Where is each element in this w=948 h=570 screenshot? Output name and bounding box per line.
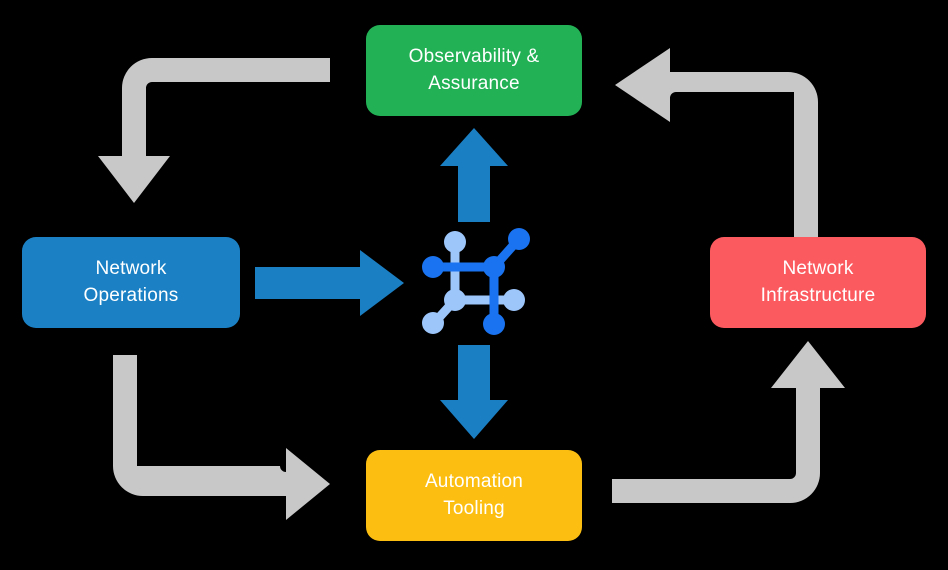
node-label-observability-assurance: Observability & Assurance [408, 45, 540, 94]
link-dark-diagonal [489, 235, 523, 272]
arrow-infrastructure-to-observability [615, 48, 818, 250]
node-automation-tooling[interactable]: Automation Tooling [366, 450, 582, 541]
node-dark-bottom [483, 313, 505, 335]
network-icon-light-links [430, 238, 518, 327]
node-network-infrastructure[interactable]: Network Infrastructure [710, 237, 926, 328]
network-topology-icon [422, 228, 530, 335]
node-dark-left [422, 256, 444, 278]
node-light-bottomleft [422, 312, 444, 334]
arrow-center-to-automation [440, 345, 508, 439]
connector-center-to-observability [440, 128, 508, 222]
node-observability-assurance[interactable]: Observability & Assurance [366, 25, 582, 116]
arrow-ops-to-center [255, 250, 404, 316]
connector-infrastructure-to-observability [615, 48, 818, 250]
connector-ops-to-automation [113, 355, 330, 520]
network-icon-dark-links [429, 235, 523, 328]
arrow-automation-to-infrastructure [612, 341, 845, 503]
connector-center-to-automation [440, 345, 508, 439]
network-icon-dark-nodes [422, 228, 530, 335]
node-light-right [503, 289, 525, 311]
connector-automation-to-infrastructure [612, 341, 845, 503]
node-label-network-operations: Network Operations [83, 257, 179, 306]
arrow-observability-to-ops [98, 58, 330, 203]
arrow-ops-to-automation [113, 355, 330, 520]
node-dark-center [483, 256, 505, 278]
link-light-diagonal [430, 295, 460, 327]
connector-ops-to-center [255, 250, 404, 316]
node-label-network-infrastructure: Network Infrastructure [760, 257, 876, 306]
arrow-center-to-observability [440, 128, 508, 222]
network-icon-light-nodes [422, 231, 525, 334]
node-network-operations[interactable]: Network Operations [22, 237, 240, 328]
connector-observability-to-ops [98, 58, 330, 203]
node-dark-topright [508, 228, 530, 250]
node-label-automation-tooling: Automation Tooling [424, 470, 524, 519]
node-light-top [444, 231, 466, 253]
node-light-mid [444, 289, 466, 311]
